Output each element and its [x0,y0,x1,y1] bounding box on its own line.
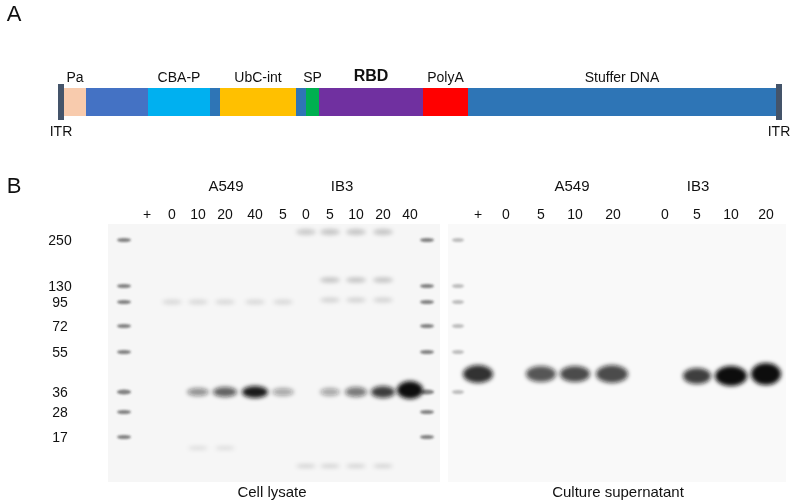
construct-segment: Stuffer DNA [468,69,776,116]
segment-label: Pa [64,69,86,85]
construct-segment: RBD [319,67,423,116]
marker-size: 55 [52,344,68,360]
lane-label: 0 [168,206,176,222]
segment-bar [306,88,319,116]
cell-line-label: IB3 [687,177,710,194]
vector-backbone [64,88,776,116]
construct-segment: UbC-int [220,69,296,116]
lane-label: 5 [537,206,545,222]
cell-line-label: A549 [554,177,589,194]
construct-segment: CBA-P [148,69,210,116]
ladder-bands [117,238,434,439]
lane-label: + [143,206,151,222]
lane-label: 5 [326,206,334,222]
marker-size: 130 [48,278,71,294]
segment-label: CBA-P [148,69,210,85]
lane-label: 10 [348,206,364,222]
lane-label: 40 [247,206,263,222]
segment-bar [776,84,782,120]
marker-size: 28 [52,404,68,420]
lane-label: 0 [661,206,669,222]
lane-label: 0 [302,206,310,222]
panel-letter: B [7,173,22,198]
segment-label: PolyA [423,69,468,85]
construct-segment: PolyA [423,69,468,116]
ladder-bands [452,238,464,394]
marker-size: 36 [52,384,68,400]
lane-label: 40 [402,206,418,222]
lane-label: 10 [723,206,739,222]
cell-line-label: IB3 [331,177,354,194]
lane-label: 5 [693,206,701,222]
lane-label: 20 [758,206,774,222]
marker-size: 95 [52,294,68,310]
segment-label: SP [301,69,324,85]
segment-bar [220,88,296,116]
marker-size: 17 [52,429,68,445]
segment-label: UbC-int [220,69,296,85]
segment-bar [64,88,86,116]
segment-bar [423,88,468,116]
cell-line-label: A549 [208,177,243,194]
lane-label: 10 [567,206,583,222]
protein-bands [463,363,781,386]
marker-size: 72 [52,318,68,334]
segment-bar [468,88,776,116]
segment-label: ITR [48,123,75,139]
lane-label: 20 [605,206,621,222]
lane-label: 10 [190,206,206,222]
protein-bands [162,229,423,468]
lane-label: 5 [279,206,287,222]
blot-membrane [108,224,440,482]
construct-segment: Pa [64,69,86,116]
lane-label: 20 [217,206,233,222]
segment-label: ITR [766,123,793,139]
panel-letter: A [7,1,22,26]
marker-size: 250 [48,232,71,248]
lane-label: 0 [502,206,510,222]
panel-caption: Culture supernatant [552,483,684,500]
lane-label: 20 [375,206,391,222]
construct-segment: ITR [766,84,793,139]
segment-label: RBD [319,67,423,85]
panel-caption: Cell lysate [237,483,306,500]
lane-label: + [474,206,482,222]
segment-bar [319,88,423,116]
promoter-segment [86,88,148,116]
segment-label: Stuffer DNA [468,69,776,85]
segment-bar [148,88,210,116]
blot-membrane [448,224,786,482]
